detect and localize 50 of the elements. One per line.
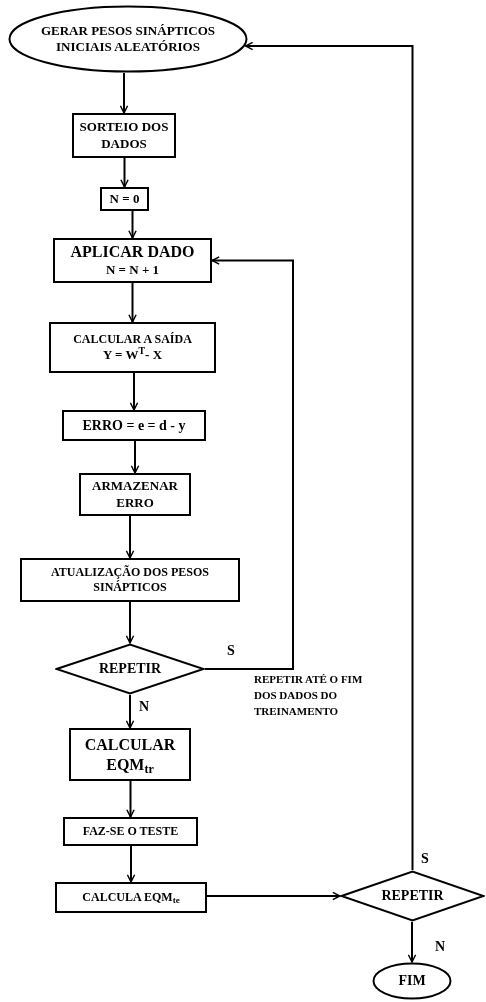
decision-diamond [340,870,485,922]
box-label: N = N + 1 [105,262,160,279]
decision-diamond [55,643,205,695]
process-box [55,882,207,913]
arrow [130,440,140,474]
arrow [125,515,135,559]
box-label: REPETIR [98,660,162,678]
process-box [100,187,149,211]
process-box [63,817,198,846]
box-label: CALCULA EQM$_{te}$ [82,890,180,905]
box-label: REPETIR [381,887,444,905]
box-label: Y = W$^{T}$- X [102,346,163,364]
terminal-ellipse [372,962,452,1000]
arrow [204,256,294,670]
arrow [119,72,129,114]
edge-label: N [138,700,151,714]
box-label: APLICAR DADO [70,242,195,263]
box-label: CALCULAR A SAÍDA [73,331,192,347]
arrow [126,780,135,818]
box-label: GERAR PESOS SINÁPTICOS INICIAIS ALEATÓRIOS [39,22,217,56]
arrow [126,845,136,883]
arrow [128,210,137,239]
edge-label: S [226,644,236,658]
arrow [129,372,139,411]
process-box [72,113,176,158]
process-box [49,322,216,373]
box-label: ATUALIZAÇÃO DOS PESOS SINÁPTICOS [50,565,210,595]
box-label: N = 0 [109,190,140,208]
edge-label: N [434,940,447,954]
arrow [206,891,341,901]
edge-label: S [420,852,430,866]
terminal-ellipse [8,5,248,73]
arrow [407,921,417,963]
arrow [125,601,135,644]
arrow [244,41,414,871]
process-box [53,238,212,283]
box-label: SORTEIO DOS DADOS [78,119,170,152]
note-text: REPETIR ATÉ O FIM DOS DADOS DO TREINAMENTO [254,672,364,719]
process-box [79,473,191,516]
box-label: CALCULAR EQM$_{tr}$ [83,734,177,775]
arrow [120,157,129,188]
box-label: FAZ-SE O TESTE [82,824,179,839]
process-box [69,728,191,781]
box-label: ERRO = e = d - y [82,416,186,435]
process-box [20,558,240,602]
arrow [128,282,137,323]
arrow [125,694,135,729]
box-label: ARMAZENAR ERRO [91,478,179,511]
box-label: FIM [398,972,426,990]
process-box [62,410,206,441]
